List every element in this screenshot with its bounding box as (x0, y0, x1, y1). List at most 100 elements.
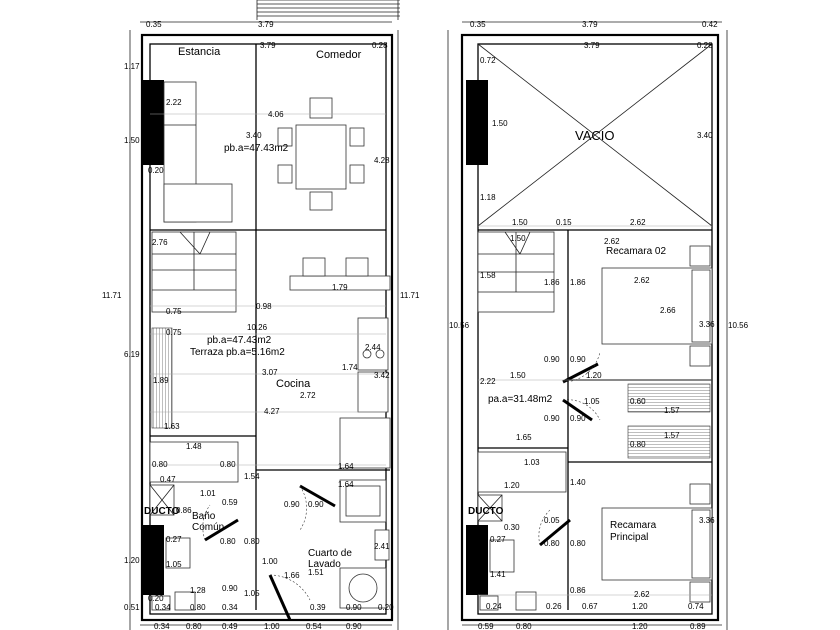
dimension-label: 1.74 (342, 363, 358, 372)
bed-recamara-02 (601, 245, 713, 367)
dimension-label: 0.80 (630, 440, 646, 449)
closet-upper (627, 383, 711, 413)
area-label-pb-mid: pb.a=47.43m2 (207, 335, 272, 346)
dimension-label: 0.89 (690, 622, 706, 630)
dimension-label: 0.90 (284, 500, 300, 509)
vacio-label: VACIO (575, 128, 615, 143)
stairs-left (151, 231, 237, 429)
dimension-label: 2.41 (374, 542, 390, 551)
dimension-label: 6.19 (124, 350, 140, 359)
dimension-label: 1.86 (544, 278, 560, 287)
dimension-label: 1.50 (124, 136, 140, 145)
dimension-label: 0.20 (148, 166, 164, 175)
dimension-label: 0.27 (166, 535, 182, 544)
dimension-label: 0.15 (556, 218, 572, 227)
dimension-label: 0.90 (570, 414, 586, 423)
dimension-label: 0.80 (220, 460, 236, 469)
dimension-label: 2.72 (300, 391, 316, 400)
dimension-label: 4.06 (268, 110, 284, 119)
dimension-label: 1.05 (244, 589, 260, 598)
dimension-label: 0.90 (346, 603, 362, 612)
dimension-label: 0.59 (222, 498, 238, 507)
dimension-label: 1.41 (490, 570, 506, 579)
bathroom-left (149, 441, 239, 611)
dimension-label: 0.80 (516, 622, 532, 630)
dimension-label: 3.79 (582, 20, 598, 29)
dimension-label: 0.75 (166, 328, 182, 337)
dimension-label: 3.42 (374, 371, 390, 380)
dimension-label: 0.35 (146, 20, 162, 29)
dimension-label: 0.74 (688, 602, 704, 611)
sofa (163, 81, 233, 223)
dimension-label: 3.79 (260, 41, 276, 50)
exterior-wall-left-plan (140, 33, 394, 622)
upper-floor-plan: VACIO Recamara 02 Recamara Principal DUC… (447, 20, 749, 630)
dimension-label: 0.90 (346, 622, 362, 630)
room-label-comedor: Comedor (316, 49, 362, 61)
dimension-label: 1.79 (332, 283, 348, 292)
dimension-label: 0.27 (490, 535, 506, 544)
dimension-label: 3.40 (697, 131, 713, 140)
dimension-label: 10.56 (449, 321, 470, 330)
dimension-label: 0.39 (310, 603, 326, 612)
dimension-label: 1.20 (504, 481, 520, 490)
dimension-label: 0.24 (486, 602, 502, 611)
dimension-label: 1.50 (492, 119, 508, 128)
dimension-label: 2.62 (634, 590, 650, 599)
dimension-label: 1.66 (284, 571, 300, 580)
dimension-label: 0.80 (190, 603, 206, 612)
dimension-label: 1.86 (570, 278, 586, 287)
room-label-lavado: Lavado (308, 559, 341, 570)
dimension-label: 0.59 (478, 622, 494, 630)
dimension-label: 0.05 (544, 516, 560, 525)
room-label-bano: Baño (192, 511, 216, 522)
dimension-label: 0.90 (222, 584, 238, 593)
bed-recamara-principal (601, 483, 713, 603)
dimension-label: 2.62 (630, 218, 646, 227)
dimension-label: 3.36 (699, 320, 715, 329)
dimension-label: 1.51 (308, 568, 324, 577)
dimension-label: 0.72 (480, 56, 496, 65)
dimension-label: 0.86 (570, 586, 586, 595)
dimensions-right: 0.35 3.79 0.42 3.79 0.28 0.72 1.50 3.40 … (449, 20, 749, 630)
dimension-label: 0.90 (570, 355, 586, 364)
dimension-label: 2.62 (604, 237, 620, 246)
ducto-label-left: DUCTO (144, 506, 180, 517)
dimension-label: 3.36 (699, 516, 715, 525)
dimension-label: 1.64 (338, 462, 354, 471)
dimension-label: 0.80 (570, 539, 586, 548)
room-label-cocina: Cocina (276, 378, 311, 390)
dimension-label: 11.71 (102, 291, 122, 300)
dimension-label: 4.28 (374, 156, 390, 165)
exterior-wall-right-plan (460, 33, 720, 622)
dimension-label: 0.34 (154, 622, 170, 630)
dimension-label: 0.34 (222, 603, 238, 612)
dimension-label: 0.60 (630, 397, 646, 406)
laundry-room (268, 479, 390, 621)
room-label-cuarto-de: Cuarto de (308, 548, 352, 559)
room-label-recamara-02: Recamara 02 (606, 246, 666, 257)
column-left-lower (142, 525, 164, 595)
dimension-label: 0.49 (222, 622, 238, 630)
dimension-label: 0.75 (166, 307, 182, 316)
dimension-label: 1.50 (510, 371, 526, 380)
dimension-label: 1.89 (153, 376, 169, 385)
room-label-estancia: Estancia (178, 46, 221, 58)
bathroom-right (477, 451, 571, 611)
dimension-label: 0.90 (308, 500, 324, 509)
dimension-label: 4.27 (264, 407, 280, 416)
dimension-label: 1.48 (186, 442, 202, 451)
ground-floor-plan: Estancia Comedor Cocina Baño Común Cuart… (102, 0, 420, 630)
dimension-label: 1.50 (510, 234, 526, 243)
dimension-label: 0.80 (186, 622, 202, 630)
kitchen-counter (289, 257, 391, 469)
dining-table (277, 97, 365, 211)
dimension-label: 3.07 (262, 368, 278, 377)
column-right-upper (466, 80, 488, 165)
area-label-pa: pa.a=31.48m2 (488, 394, 553, 405)
dimension-label: 0.86 (176, 506, 192, 515)
dimension-label: 1.65 (516, 433, 532, 442)
dimension-label: 0.20 (378, 603, 394, 612)
dimension-label: 2.66 (660, 306, 676, 315)
dimension-label: 0.42 (702, 20, 718, 29)
